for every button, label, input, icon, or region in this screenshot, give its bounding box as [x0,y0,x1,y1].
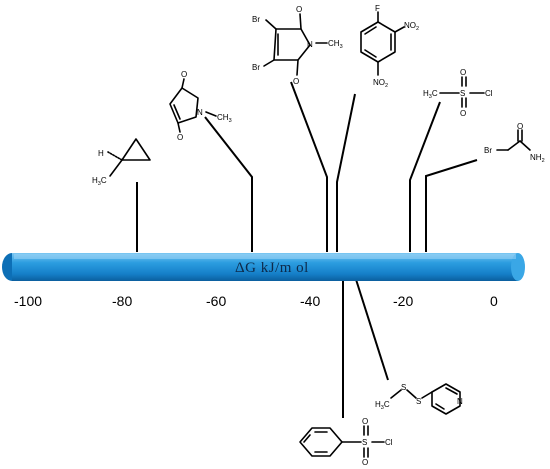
dbm-o-bottom: O [293,77,299,86]
bac-br: Br [484,146,492,155]
structure-pyridyl-disulfide: H3C S S N [375,383,463,415]
structure-mesyl-chloride: H3C S O O Cl [423,68,493,118]
nmm-ch3: CH3 [217,113,232,124]
tick-labels: -100 -80 -60 -40 -20 0 [14,293,498,309]
pds-s-1: S [401,383,406,392]
dbm-n: N [307,40,313,49]
pds-s-2: S [416,397,421,406]
leader-bromoacetamide [425,159,478,252]
bscl-s: S [362,438,367,447]
leader-dibromo-maleimide [290,81,328,252]
structure-dibromo-maleimide: Br Br O O N CH3 [252,5,343,86]
nmm-o-top: O [181,70,187,79]
structure-bromoacetamide: Br O NH2 [484,122,545,164]
dbm-ch3: CH3 [328,39,343,50]
tick-label: -20 [393,293,413,309]
nmm-n: N [197,108,203,117]
fdnb-no2-a: NO2 [404,21,419,32]
bscl-o-1: O [362,417,368,426]
leader-pyridyl-disulfide [352,269,389,381]
bac-o: O [517,122,523,131]
nmm-o-bottom: O [177,133,183,142]
dbm-br-1: Br [252,15,260,24]
leader-mesyl-chloride [409,101,441,252]
mscl-o-2: O [460,109,466,118]
dbm-br-2: Br [252,63,260,72]
mscl-s: S [460,89,465,98]
axis-title: ΔG kJ/m ol [235,260,309,276]
dg-axis-bar [2,253,525,281]
bscl-o-2: O [362,458,368,467]
tick-label: -80 [112,293,132,309]
leader-lines [136,81,478,418]
leader-fluoro-dinitrobenzene [336,93,356,252]
bac-nh2: NH2 [530,153,545,164]
structure-n-methylmaleimide: O O N CH3 [169,70,232,142]
tick-label: 0 [490,293,498,309]
tick-label: -100 [14,293,42,309]
fdnb-f: F [375,4,380,13]
mscl-h3c: H3C [423,89,438,100]
tick-label: -60 [206,293,226,309]
structure-benzenesulfonyl-chloride: S O O Cl [299,417,393,467]
mscl-cl: Cl [485,89,493,98]
tick-label: -40 [300,293,320,309]
epoxide-h: H [98,149,104,158]
mscl-o-1: O [460,68,466,77]
pds-h3c: H3C [375,400,390,411]
structure-fluoro-dinitrobenzene: F NO2 NO2 [360,4,419,89]
leader-n-methylmaleimide [204,116,253,252]
dbm-o-top: O [296,5,302,14]
bscl-cl: Cl [385,438,393,447]
fdnb-no2-b: NO2 [373,78,388,89]
structure-epoxide: H H3C [92,138,151,187]
epoxide-ch3: H3C [92,176,107,187]
pds-n: N [457,397,463,406]
